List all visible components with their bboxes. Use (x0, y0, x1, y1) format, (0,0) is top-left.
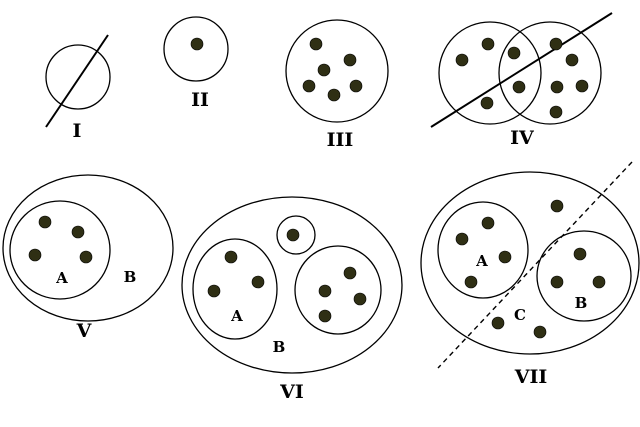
set-label: C (514, 306, 526, 324)
separating-line (45, 34, 109, 128)
subset-circle (294, 245, 382, 335)
point (349, 79, 363, 93)
point (286, 228, 300, 242)
dashed-separator (437, 161, 633, 369)
set-label: B (273, 338, 286, 356)
point (343, 53, 357, 67)
panel-label: I (73, 120, 82, 142)
point (464, 275, 478, 289)
panel-2: II (163, 16, 229, 111)
point (302, 79, 316, 93)
point (481, 37, 495, 51)
set-label: A (475, 252, 488, 270)
point (38, 215, 52, 229)
set-circle (285, 19, 389, 123)
separating-line (430, 12, 613, 128)
point (592, 275, 606, 289)
panel-5: A B V (2, 174, 174, 342)
point (549, 37, 563, 51)
panel-3: III (285, 19, 389, 151)
point (343, 266, 357, 280)
set-circle (438, 21, 542, 125)
point (565, 53, 579, 67)
panel-label: V (76, 320, 93, 342)
point (549, 105, 563, 119)
point (190, 37, 204, 51)
panel-6: A B VI (181, 196, 403, 403)
point (318, 284, 332, 298)
point (512, 80, 526, 94)
point (550, 80, 564, 94)
point (251, 275, 265, 289)
panel-label: IV (510, 127, 535, 149)
point (455, 232, 469, 246)
set-circle (163, 16, 229, 82)
set-circle (45, 44, 111, 110)
point (327, 88, 341, 102)
point (498, 250, 512, 264)
set-label: B (124, 268, 137, 286)
point (207, 284, 221, 298)
point (353, 292, 367, 306)
point (455, 53, 469, 67)
point (71, 225, 85, 239)
point (317, 63, 331, 77)
panel-7: A B C VII (420, 161, 640, 388)
point (480, 96, 494, 110)
point (318, 309, 332, 323)
panel-label: III (327, 129, 354, 151)
set-label: B (575, 294, 588, 312)
point (507, 46, 521, 60)
panel-label: VII (514, 366, 548, 388)
panel-label: VI (279, 381, 304, 403)
point (550, 275, 564, 289)
set-a-circle (9, 200, 111, 300)
panel-label: II (191, 89, 209, 111)
set-b-circle (536, 230, 632, 322)
set-b-ellipse (2, 174, 174, 322)
outer-ellipse (420, 171, 640, 355)
set-label: A (230, 307, 243, 325)
point (28, 248, 42, 262)
point (550, 199, 564, 213)
point (575, 79, 589, 93)
point (573, 247, 587, 261)
point (481, 216, 495, 230)
set-label: A (55, 269, 68, 287)
point (224, 250, 238, 264)
panel-4: IV (430, 12, 613, 149)
point (533, 325, 547, 339)
singleton-circle (276, 215, 316, 255)
set-circle (498, 21, 602, 125)
point (309, 37, 323, 51)
set-a-circle (437, 201, 529, 299)
set-a-circle (192, 238, 278, 340)
point (79, 250, 93, 264)
set-b-ellipse (181, 196, 403, 374)
panel-1: I (45, 34, 111, 142)
point (491, 316, 505, 330)
